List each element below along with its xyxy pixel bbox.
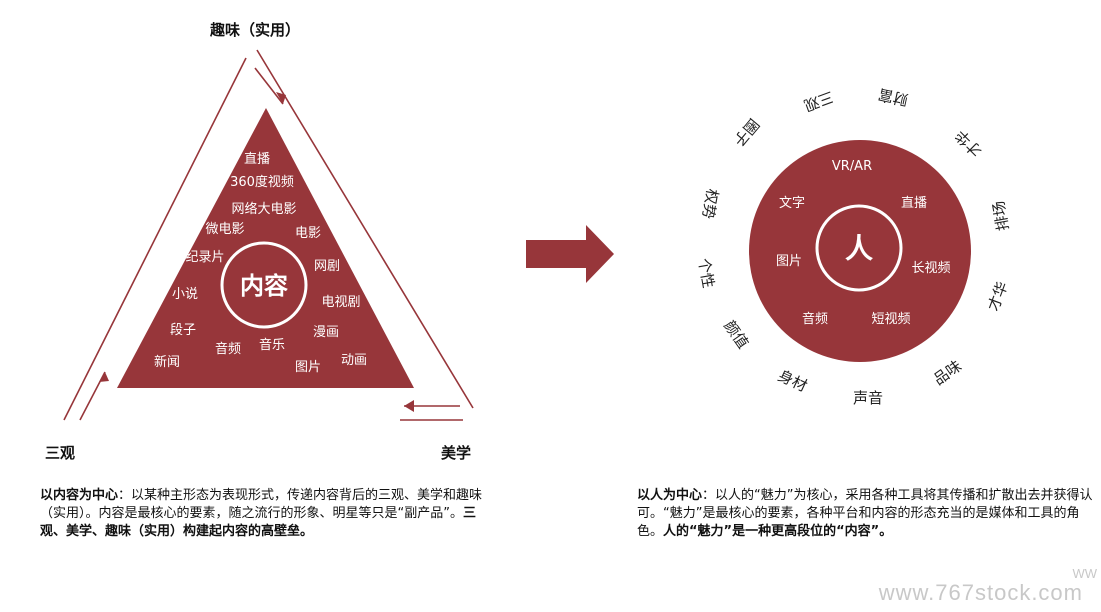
charm-item: 三观: [801, 87, 835, 114]
tool-item: 直播: [901, 196, 927, 211]
cycle-outline: [63, 49, 474, 421]
content-item: 网剧: [314, 259, 340, 274]
content-center-circle: [220, 241, 308, 329]
charm-item: 身材: [775, 366, 810, 395]
content-item: 新闻: [154, 354, 180, 370]
charm-item: 声音: [853, 389, 883, 407]
content-item: 图片: [295, 360, 321, 375]
content-item: 音频: [215, 341, 241, 357]
content-triangle: [117, 108, 414, 388]
tool-item: 图片: [776, 254, 802, 269]
content-item: 段子: [170, 323, 196, 338]
content-center-label: 内容: [240, 272, 288, 300]
content-item: 直播: [244, 152, 270, 167]
transition-arrow-icon: [526, 225, 614, 283]
content-item: 纪录片: [185, 250, 224, 265]
content-item: 电影: [295, 226, 321, 241]
content-item: 动画: [341, 353, 367, 368]
charm-item: 个性: [695, 257, 718, 290]
cycle-arrowheads: [99, 92, 414, 412]
charm-item: 品味: [930, 357, 965, 389]
content-item: 微电影: [205, 222, 244, 237]
watermark: www.767stock.com: [878, 580, 1083, 605]
charm-item: 财富: [877, 85, 910, 109]
right-caption-lead: 以人为中心: [637, 488, 703, 503]
tool-item: 文字: [779, 196, 805, 211]
right-caption-body: ：以人的“魅力”为核心，采用各种工具将其传播和扩散出去并获得认可。“魅力”是最核…: [637, 488, 1093, 539]
left-caption: 以内容为中心：以某种主形态为表现形式，传递内容背后的三观、美学和趣味（实用）。内…: [40, 487, 498, 541]
corner-label-left: 三观: [45, 444, 75, 462]
charm-item: 颜值: [720, 317, 752, 352]
content-item: 音乐: [259, 337, 285, 353]
left-caption-lead: 以内容为中心: [40, 488, 119, 503]
charm-item: 排场: [990, 199, 1013, 232]
tool-item: 长视频: [911, 261, 950, 276]
left-caption-body: ：以某种主形态为表现形式，传递内容背后的三观、美学和趣味（实用）。内容是最核心的…: [40, 488, 483, 521]
right-caption-conclusion: 人的“魅力”是一种更高段位的“内容”。: [663, 524, 893, 539]
charm-item: 圈子: [730, 115, 763, 150]
charm-item: 才华: [984, 279, 1011, 313]
tool-item: VR/AR: [832, 159, 872, 174]
arrowhead-icon: [404, 400, 414, 412]
person-big-circle: [749, 140, 971, 362]
right-diagram: 人 VR/AR 文字 直播 图片 长视频 音频 短视频 三观 财富 才华 排场 …: [695, 85, 1013, 407]
content-item: 360度视频: [230, 174, 294, 190]
content-item: 电视剧: [321, 295, 360, 310]
corner-label-top: 趣味（实用）: [209, 21, 300, 39]
tool-item: 短视频: [871, 312, 910, 327]
tool-item: 音频: [802, 311, 828, 327]
charm-item: 才华: [952, 126, 986, 160]
content-item: 小说: [172, 287, 198, 302]
person-center-circle: [815, 204, 903, 292]
left-diagram: 内容 直播 360度视频 网络大电影 微电影 电影 纪录片 网剧 小说 电视剧 …: [45, 21, 474, 462]
content-item: 网络大电影: [231, 201, 296, 217]
charm-item: 权势: [699, 187, 722, 220]
left-caption-conclusion: 三观、美学、趣味（实用）构建起内容的高壁垒。: [40, 506, 476, 539]
watermark-small: WW: [1072, 566, 1097, 581]
arrowhead-icon: [276, 92, 286, 104]
arrowhead-icon: [99, 372, 109, 382]
corner-label-right: 美学: [441, 444, 471, 462]
content-item: 漫画: [313, 325, 339, 340]
right-caption: 以人为中心：以人的“魅力”为核心，采用各种工具将其传播和扩散出去并获得认可。“魅…: [637, 487, 1095, 541]
person-center-label: 人: [845, 232, 873, 265]
